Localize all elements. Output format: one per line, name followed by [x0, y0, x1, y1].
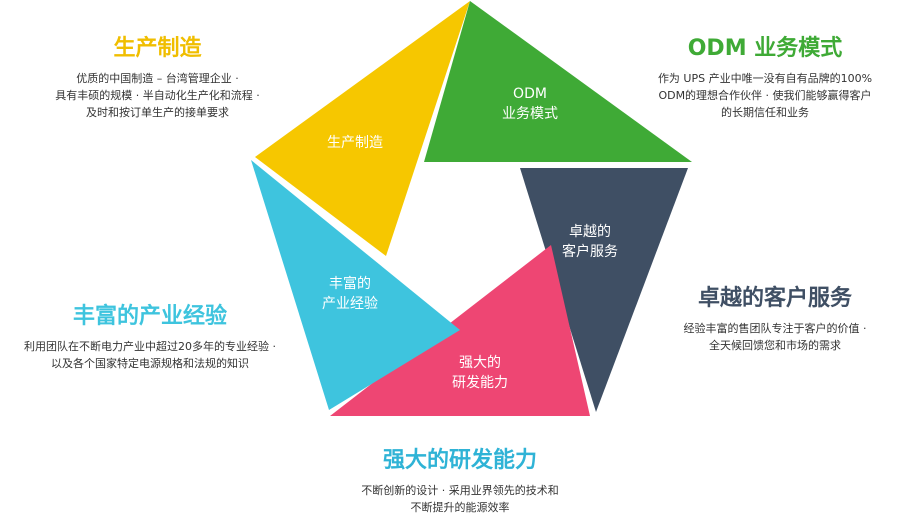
title-odm: ODM 业务模式 — [687, 36, 843, 61]
block-rd: 强大的研发能力 不断创新的设计 · 采用业界领先的技术和不断提升的能源效率 — [330, 442, 590, 516]
title-manufacturing: 生产制造 — [113, 36, 202, 61]
desc-line: 以及各个国家特定电源规格和法规的知识 — [51, 357, 249, 370]
segment-service — [520, 168, 688, 412]
desc-line: 不断创新的设计 · 采用业界领先的技术和 — [361, 484, 559, 497]
desc-line: 利用团队在不断电力产业中超过20多年的专业经验 · — [24, 340, 276, 353]
desc-line: ODM的理想合作伙伴 · 使我们能够赢得客户 — [658, 89, 872, 102]
title-rd: 强大的研发能力 — [382, 448, 537, 473]
segment-label-rd: 强大的研发能力 — [452, 355, 508, 391]
desc-line: 不断提升的能源效率 — [410, 501, 510, 514]
title-service: 卓越的客户服务 — [697, 286, 852, 311]
block-manufacturing: 生产制造 优质的中国制造 – 台湾管理企业 · 具有丰硕的规模 · 半自动化生产化… — [20, 30, 295, 121]
segment-label-service: 卓越的客户服务 — [562, 224, 618, 260]
segment-experience — [251, 160, 460, 410]
segment-odm — [424, 1, 692, 162]
desc-line: 优质的中国制造 – 台湾管理企业 · — [76, 72, 239, 85]
segment-label-experience: 丰富的产业经验 — [322, 276, 378, 312]
segment-manufacturing — [255, 1, 470, 256]
block-odm: ODM 业务模式 作为 UPS 产业中唯一没有自有品牌的100% ODM的理想合作… — [630, 30, 900, 121]
desc-line: 的长期信任和业务 — [721, 106, 809, 119]
title-experience: 丰富的产业经验 — [72, 304, 227, 329]
desc-line: 作为 UPS 产业中唯一没有自有品牌的100% — [657, 72, 873, 85]
segment-label-manufacturing: 生产制造 — [327, 135, 383, 151]
desc-line: 经验丰富的售团队专注于客户的价值 · — [683, 322, 867, 335]
block-experience: 丰富的产业经验 利用团队在不断电力产业中超过20多年的专业经验 · 以及各个国家特… — [0, 298, 300, 372]
desc-line: 具有丰硕的规模 · 半自动化生产化和流程 · — [55, 89, 260, 102]
segment-rd — [330, 245, 590, 416]
desc-line: 及时和按订单生产的接单要求 — [86, 106, 229, 119]
block-service: 卓越的客户服务 经验丰富的售团队专注于客户的价值 · 全天候回馈您和市场的需求 — [650, 280, 900, 354]
desc-line: 全天候回馈您和市场的需求 — [709, 339, 841, 352]
